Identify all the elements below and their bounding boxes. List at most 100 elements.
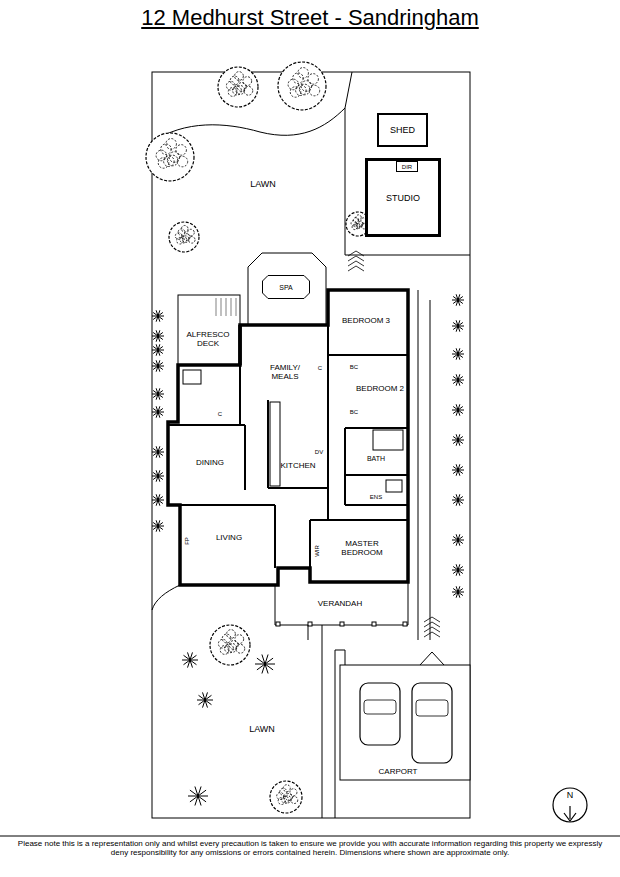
shrub-symbol — [452, 494, 464, 505]
verandah-outline — [275, 582, 408, 625]
room-label: BEDROOM 2 — [356, 385, 404, 394]
car-outline — [412, 683, 452, 763]
driveway-line — [335, 650, 336, 818]
kitchen-bench — [270, 402, 280, 486]
carport-outline — [340, 665, 470, 780]
shrub-symbol — [152, 344, 164, 355]
room-label: WIR — [314, 545, 321, 557]
laundry-tub — [183, 370, 201, 384]
spa-deck — [248, 253, 326, 325]
internal-wall — [244, 425, 246, 490]
shrub-symbol — [255, 654, 275, 673]
shrub-symbol — [152, 330, 164, 341]
internal-wall — [180, 504, 275, 506]
room-label: LAWN — [250, 180, 276, 190]
room-label: N — [567, 791, 574, 801]
internal-wall — [344, 428, 346, 505]
internal-wall — [310, 519, 408, 521]
internal-wall — [309, 520, 311, 568]
fence-line — [345, 108, 346, 255]
site-boundary — [152, 72, 470, 818]
verandah-post — [372, 622, 376, 626]
internal-wall — [345, 504, 408, 506]
toilet — [386, 480, 402, 492]
shrub-symbol — [152, 406, 164, 417]
shrub-symbol — [452, 348, 464, 359]
shrub-symbol — [182, 652, 198, 667]
carport-roof-mark — [420, 652, 444, 665]
room-label: MASTER BEDROOM — [335, 540, 390, 558]
shrub-symbol — [152, 494, 164, 505]
tree-symbol — [278, 62, 326, 110]
glass-wall — [238, 325, 242, 365]
room-label: SPA — [279, 284, 293, 291]
room-label: DIR — [402, 164, 412, 170]
room-label: LAWN — [249, 725, 275, 735]
room-label: FAMILY/ MEALS — [263, 364, 308, 382]
north-arrow-line — [569, 806, 570, 819]
shrub-symbol — [452, 404, 464, 415]
room-label: VERANDAH — [318, 600, 362, 609]
tree-symbol — [146, 133, 194, 181]
verandah-post — [340, 622, 344, 626]
room-label: KITCHEN — [280, 462, 315, 471]
shrub-symbol — [152, 470, 164, 481]
shrub-symbol — [452, 294, 464, 305]
room-label: BC — [350, 364, 358, 371]
tree-symbol — [210, 625, 250, 665]
shrub-symbol — [452, 564, 464, 575]
shrub-symbol — [152, 388, 164, 399]
driveway-line — [335, 650, 345, 665]
shrub-symbol — [452, 586, 464, 597]
internal-wall — [168, 424, 245, 426]
room-label: BEDROOM 3 — [342, 317, 390, 326]
internal-wall — [345, 427, 408, 429]
internal-wall — [345, 474, 408, 476]
side-path-line — [430, 300, 431, 640]
verandah-post — [403, 622, 407, 626]
entry-path — [308, 625, 309, 640]
garden-edge — [152, 585, 180, 610]
room-label: ALFRESCO DECK — [183, 331, 233, 349]
paving-symbol — [424, 617, 440, 637]
tree-symbol — [270, 781, 302, 813]
footer-rule — [0, 836, 620, 837]
room-label: ENS — [370, 494, 382, 501]
shrub-symbol — [152, 446, 164, 457]
shrub-symbol — [188, 786, 208, 805]
shrub-symbol — [152, 360, 164, 371]
room-label: DV — [315, 449, 323, 456]
car-windscreen — [364, 700, 396, 714]
room-label: CARPORT — [379, 768, 418, 777]
room-box: SHED — [377, 113, 428, 147]
bath-tub — [373, 430, 403, 450]
room-box: DIR — [396, 161, 418, 172]
room-label: C — [318, 365, 322, 372]
internal-wall — [267, 400, 269, 488]
room-label: STUDIO — [386, 193, 420, 203]
room-label: LIVING — [216, 534, 242, 543]
room-label: FP — [184, 537, 191, 545]
internal-wall — [268, 487, 328, 489]
internal-wall — [328, 354, 408, 356]
disclaimer-note: Please note this is a representation onl… — [12, 840, 608, 858]
room-label: BATH — [367, 455, 385, 463]
tree-symbol — [218, 67, 258, 107]
car-windscreen — [416, 700, 448, 716]
alfresco-deck — [178, 295, 240, 365]
internal-wall — [274, 505, 276, 568]
room-label: DINING — [196, 459, 224, 468]
external-wall — [168, 290, 408, 585]
spa-octagon: SPA — [262, 275, 310, 299]
room-box: STUDIO DIR — [365, 158, 441, 237]
fence-line — [345, 255, 470, 256]
shrub-symbol — [452, 464, 464, 475]
shrub-symbol — [452, 534, 464, 545]
north-arrow-head — [564, 813, 576, 821]
room-label: SHED — [390, 125, 415, 135]
internal-wall — [239, 365, 241, 425]
shrub-symbol — [452, 374, 464, 385]
verandah-post — [276, 622, 280, 626]
plan-title: 12 Medhurst Street - Sandringham — [0, 6, 620, 30]
